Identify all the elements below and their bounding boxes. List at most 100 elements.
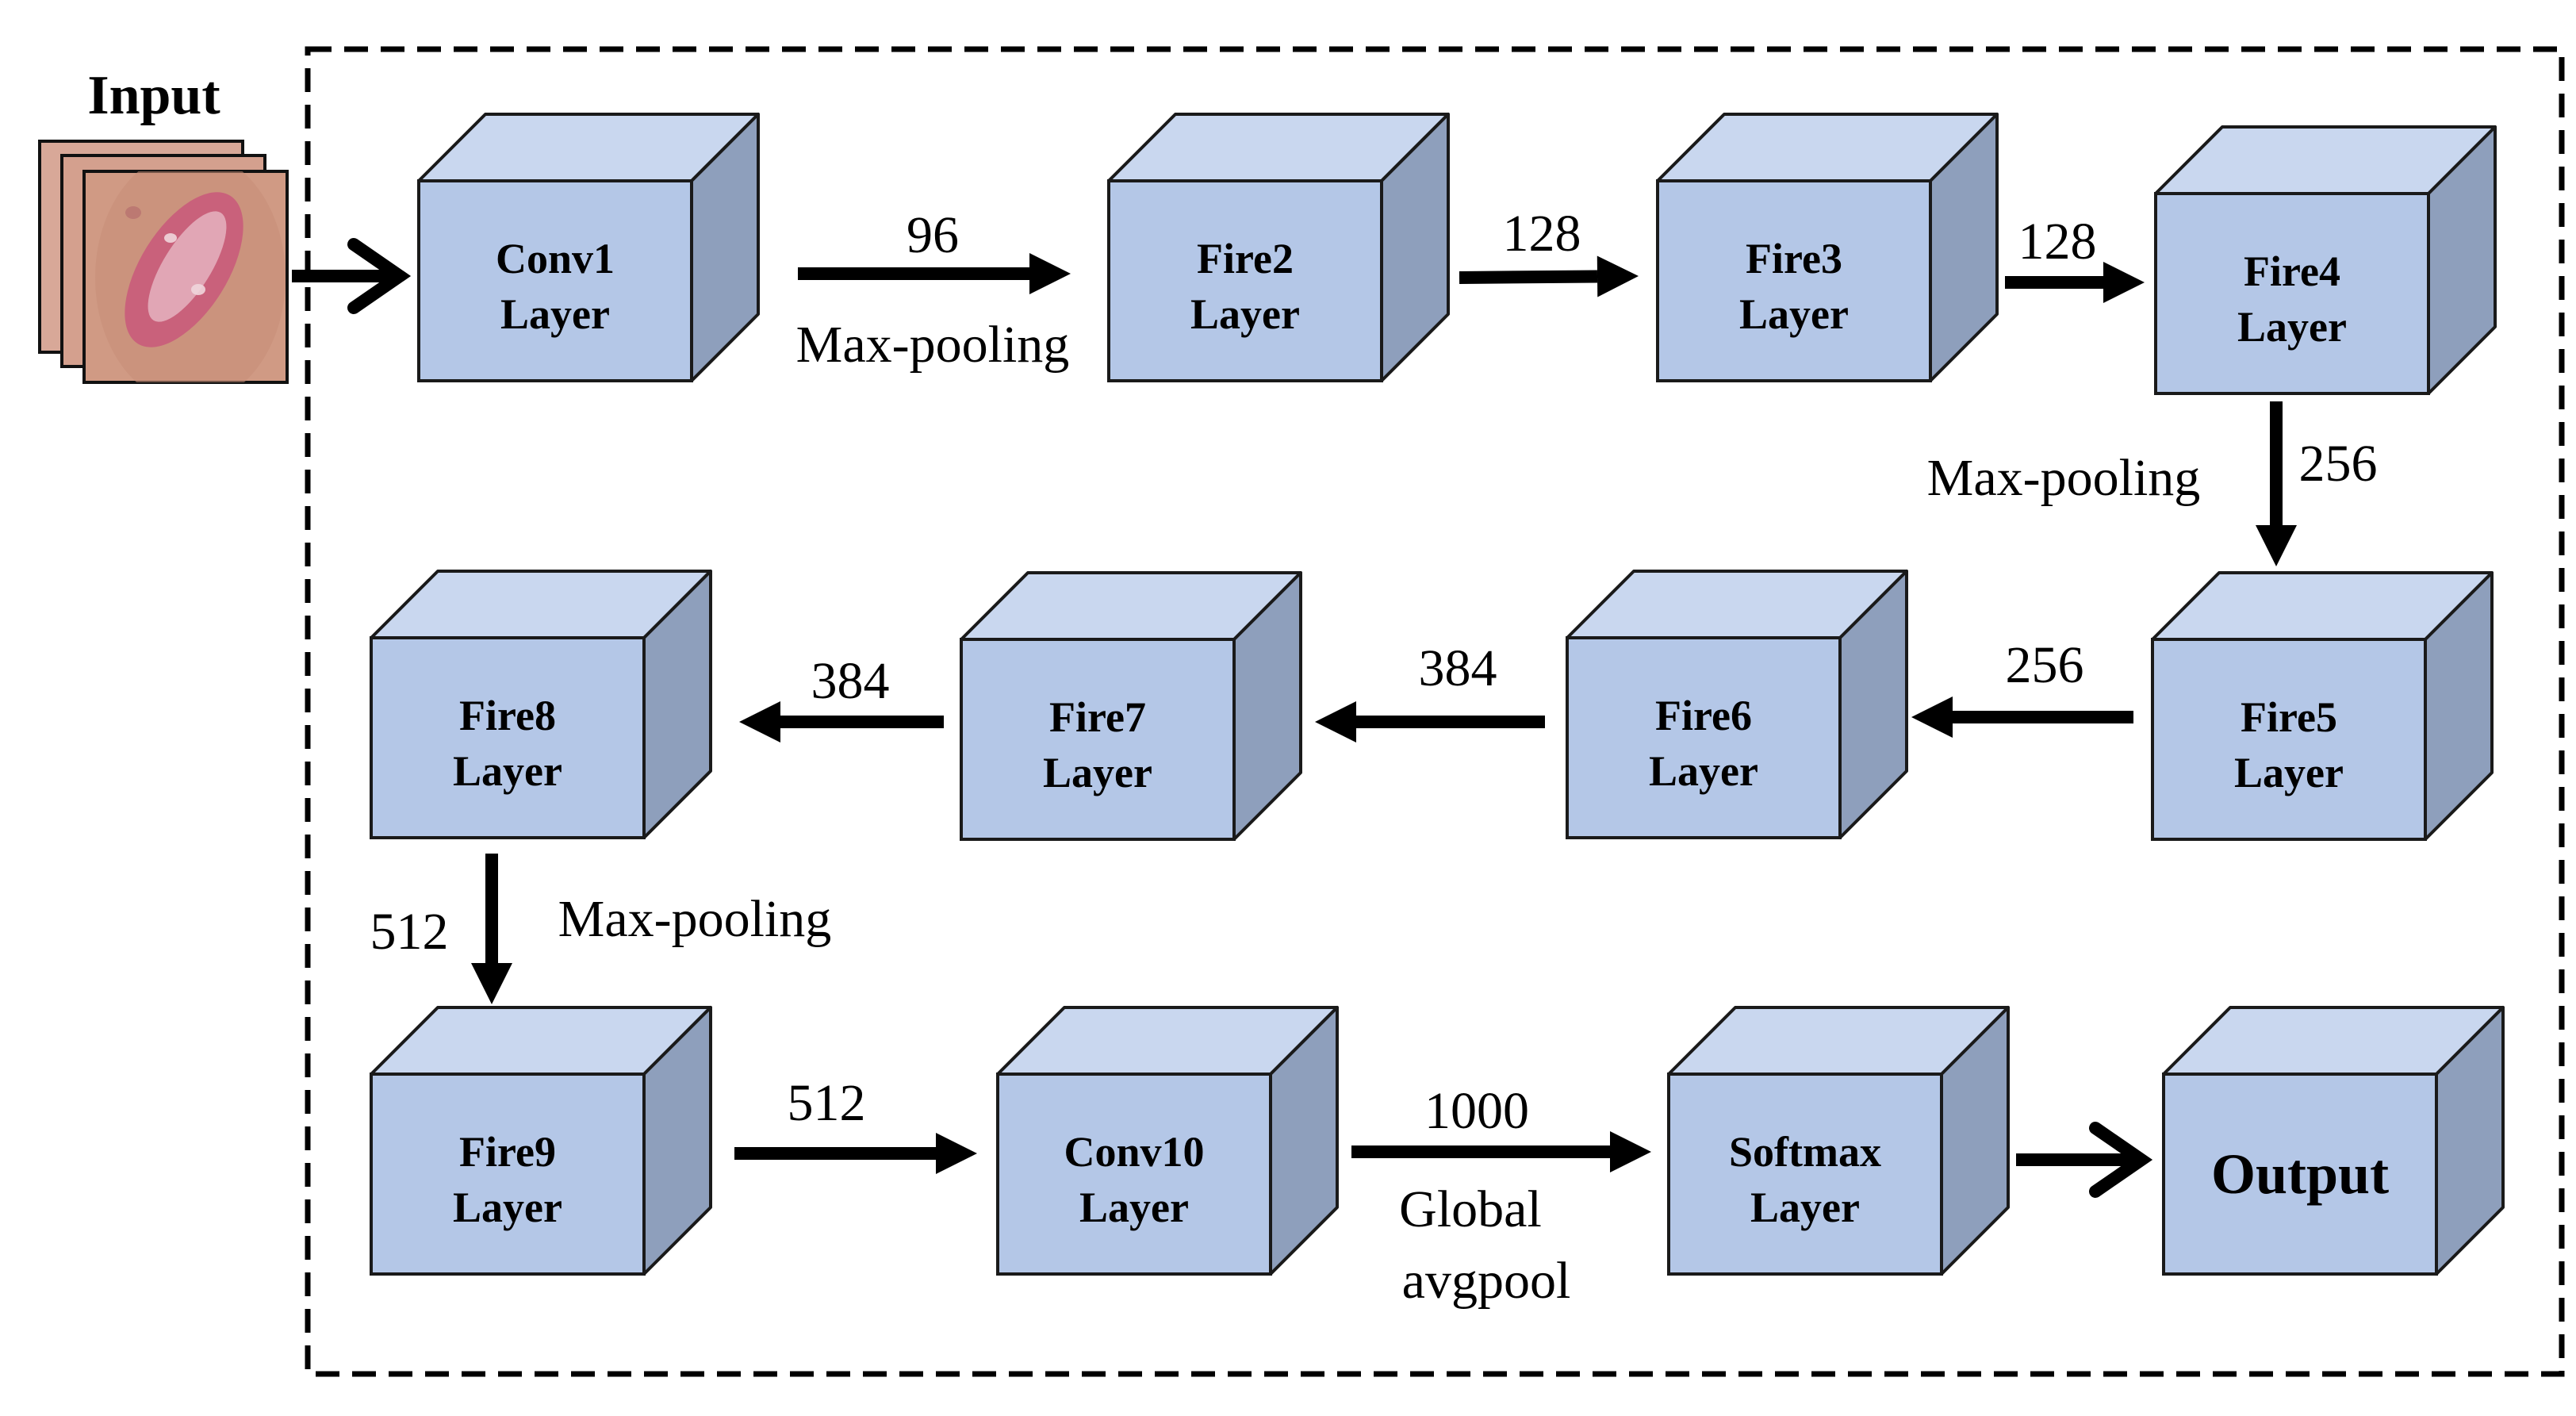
fire7-label-line1: Fire7 <box>1049 693 1146 741</box>
output-label: Output <box>2211 1142 2389 1206</box>
softmax-front-face <box>1667 1073 1943 1276</box>
fire3-front-face <box>1656 179 1932 382</box>
fire3-label-line1: Fire3 <box>1746 235 1842 282</box>
fire2-fire3-arrow-head <box>1597 255 1639 297</box>
fire5-front-face <box>2151 638 2427 841</box>
fire6-fire7-channel-label: 384 <box>1419 639 1497 697</box>
fire6-label-line1: Fire6 <box>1655 692 1752 739</box>
conv1-label-line1: Conv1 <box>496 235 615 282</box>
conv1-label-line2: Layer <box>500 290 610 338</box>
arrow-fire4-fire5 <box>2256 401 2297 566</box>
fire7-fire8-channel-label: 384 <box>811 652 890 710</box>
fire9-side-face <box>642 1006 712 1276</box>
fire3-fire4-channel-label: 128 <box>2018 213 2097 271</box>
conv10-softmax-channel-label: 1000 <box>1424 1082 1529 1140</box>
fire2-fire3-arrow-shaft <box>1459 270 1598 284</box>
fire7-fire8-arrow-head <box>739 701 780 743</box>
arrow-input-conv1 <box>292 238 412 314</box>
arrow-fire2-fire3 <box>1459 255 1639 297</box>
arrow-conv10-softmax <box>1351 1131 1651 1172</box>
fire5-fire6-arrow-head <box>1911 696 1953 738</box>
network-frame <box>305 46 2565 1377</box>
fire8-label-line1: Fire8 <box>459 692 556 739</box>
arrow-softmax-output <box>2016 1122 2153 1198</box>
layer-blocks: Conv1LayerFire2LayerFire3LayerFire4Layer… <box>370 113 2505 1276</box>
output-side-face <box>2435 1006 2505 1276</box>
conv1-fire2-arrow-head <box>1029 253 1071 294</box>
conv1-fire2-operation-label: Max-pooling <box>796 316 1070 374</box>
arrow-fire8-fire9 <box>471 854 512 1004</box>
conv10-label-line2: Layer <box>1079 1184 1189 1231</box>
arrow-fire5-fire6 <box>1911 696 2133 738</box>
input-label: Input <box>87 65 220 126</box>
fire4-label-line1: Fire4 <box>2244 248 2340 295</box>
fire3-side-face <box>1929 113 1999 382</box>
fire6-label-line2: Layer <box>1649 747 1758 795</box>
softmax-output-arrow-head <box>2089 1122 2153 1198</box>
fire5-label-line1: Fire5 <box>2241 693 2337 741</box>
fire2-fire3-channel-label: 128 <box>1503 205 1581 263</box>
fire2-side-face <box>1380 113 1450 382</box>
fire8-label-line2: Layer <box>453 747 562 795</box>
softmax-side-face <box>1940 1006 2010 1276</box>
arrow-fire6-fire7 <box>1315 701 1545 743</box>
fire2-label-line2: Layer <box>1190 290 1300 338</box>
fire9-label-line1: Fire9 <box>459 1128 556 1176</box>
softmax-label-line2: Layer <box>1750 1184 1860 1231</box>
conv1-side-face <box>690 113 760 382</box>
arrow-conv1-fire2 <box>798 253 1071 294</box>
fire8-side-face <box>642 570 712 839</box>
fire2-label-line1: Fire2 <box>1197 235 1294 282</box>
fire3-fire4-arrow-head <box>2103 262 2145 303</box>
fire8-front-face <box>370 636 646 839</box>
fire4-label-line2: Layer <box>2237 303 2347 351</box>
fire7-side-face <box>1232 571 1302 841</box>
arrow-fire3-fire4 <box>2005 262 2145 303</box>
layer-block-output: Output <box>2162 1006 2505 1276</box>
fire4-fire5-channel-label: 256 <box>2299 435 2378 493</box>
fire9-conv10-channel-label: 512 <box>788 1074 866 1132</box>
fire3-label-line2: Layer <box>1739 290 1849 338</box>
conv10-side-face <box>1269 1006 1339 1276</box>
input-image-stack <box>38 140 289 384</box>
fire5-fire6-channel-label: 256 <box>2006 636 2084 694</box>
fire6-fire7-arrow-head <box>1315 701 1356 743</box>
fire6-side-face <box>1838 570 1908 839</box>
fire4-fire5-operation-label: Max-pooling <box>1927 449 2201 507</box>
conv10-softmax-arrow-head <box>1610 1131 1651 1172</box>
input-conv1-arrow-head <box>347 238 412 314</box>
fire8-fire9-operation-label: Max-pooling <box>558 890 832 948</box>
arrow-fire7-fire8 <box>739 701 944 743</box>
fire9-conv10-arrow-head <box>936 1133 977 1174</box>
conv1-fire2-channel-label: 96 <box>907 206 959 264</box>
fire9-label-line2: Layer <box>453 1184 562 1231</box>
arrow-fire9-conv10 <box>734 1133 977 1174</box>
edges <box>292 238 2297 1198</box>
fire7-label-line2: Layer <box>1043 749 1152 796</box>
softmax-label-line1: Softmax <box>1729 1128 1881 1176</box>
fire4-fire5-arrow-head <box>2256 525 2297 566</box>
conv10-softmax-operation-label-line2: avgpool <box>1402 1252 1571 1310</box>
fire4-side-face <box>2427 125 2497 395</box>
fire5-side-face <box>2424 571 2494 841</box>
fire9-front-face <box>370 1073 646 1276</box>
conv10-softmax-operation-label: Global <box>1399 1180 1542 1238</box>
conv10-label-line1: Conv10 <box>1064 1128 1204 1176</box>
input-skin-image <box>82 170 289 384</box>
fire8-fire9-arrow-head <box>471 963 512 1004</box>
fire8-fire9-channel-label: 512 <box>370 903 449 961</box>
